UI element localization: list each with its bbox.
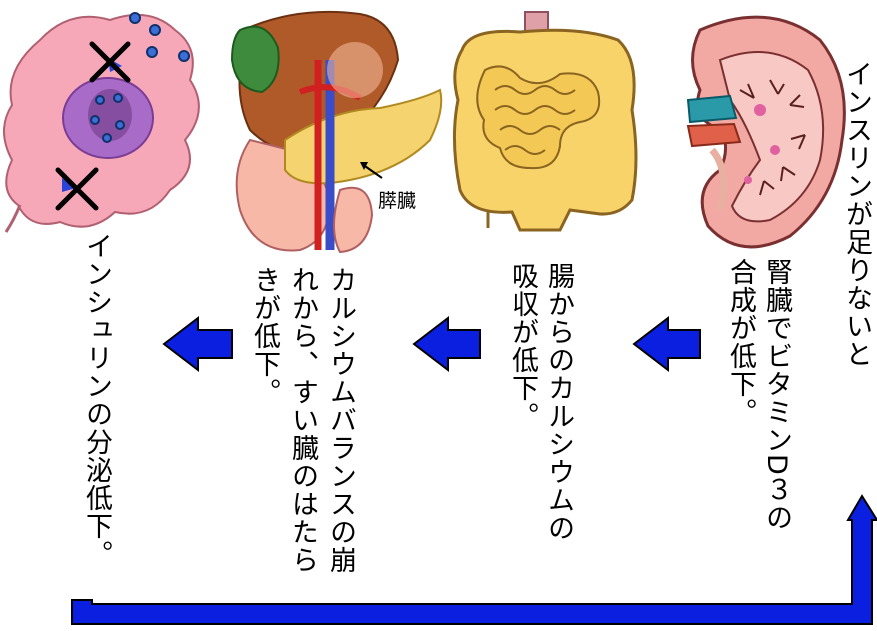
caption-kidney-line2: 合成が低下。 xyxy=(722,258,758,458)
left-arrow-icon xyxy=(164,318,232,370)
caption-kidney-line1: 腎臓でビタミンD３の xyxy=(758,258,794,618)
left-arrow-icon xyxy=(634,318,700,370)
return-arrow-icon xyxy=(72,496,877,624)
caption-insulin: インシュリンの分泌低下。 xyxy=(78,232,114,592)
caption-pancreas-line2: れから、すい臓のはたら xyxy=(284,266,320,626)
caption-pancreas-line3: きが低下。 xyxy=(246,266,282,466)
pancreas-label: 膵臓 xyxy=(378,186,416,213)
caption-pancreas-line1: カルシウムバランスの崩 xyxy=(322,266,358,626)
caption-intestine-line1: 腸からのカルシウムの xyxy=(540,262,576,622)
caption-intestine-line2: 吸収が低下。 xyxy=(504,262,540,462)
left-arrow-icon xyxy=(414,318,480,370)
pancreatic-cell-illustration xyxy=(4,13,199,232)
kidney-illustration xyxy=(688,17,844,247)
caption-intro: インスリンが足りないと xyxy=(838,60,874,390)
intestine-illustration xyxy=(454,12,636,230)
pancreas-organs-illustration xyxy=(232,12,441,252)
